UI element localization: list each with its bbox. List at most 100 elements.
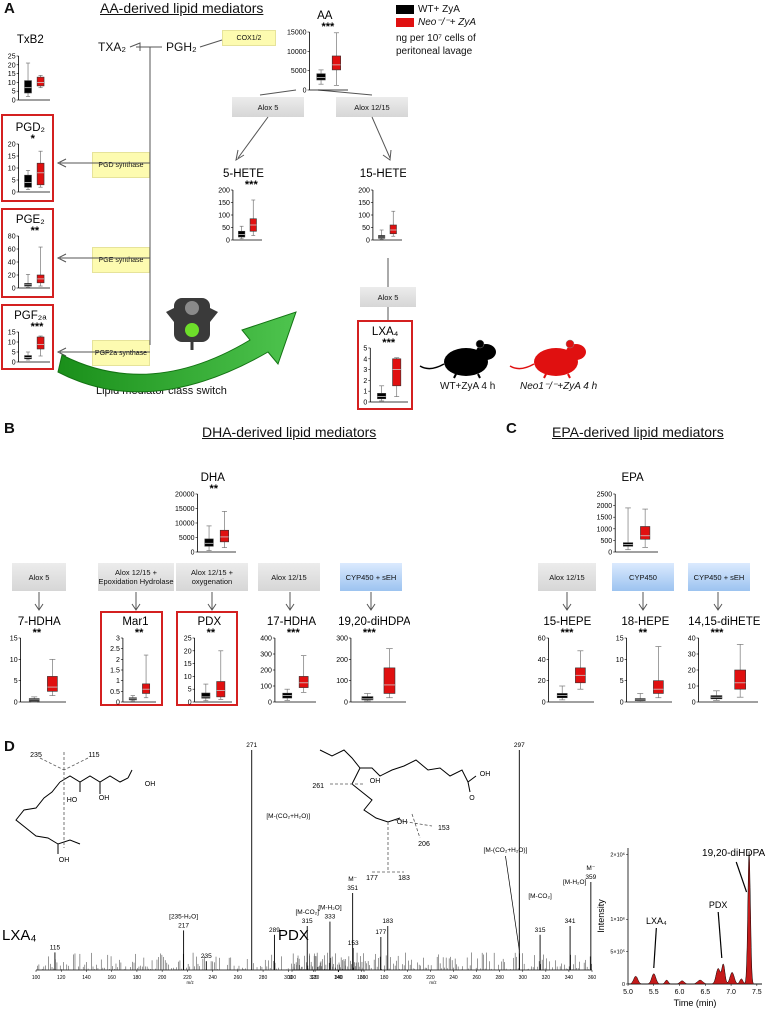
enzyme-pgd-synthase: PGD synthase — [92, 152, 150, 178]
peak-label: 153 — [348, 940, 359, 947]
lxa4-structure-icon — [15, 769, 133, 854]
box-wt — [556, 685, 568, 701]
b-enzyme-alox1215-oxygenation: Alox 12/15 + oxygenation — [176, 563, 248, 591]
enzyme-pgf-synthase: PGF2a synthase — [92, 340, 150, 366]
y-tick-label: 0 — [191, 550, 195, 557]
box-neo — [383, 648, 396, 699]
pdx-frag-183: 183 — [398, 875, 410, 882]
y-tick-label: 0.5 — [110, 689, 120, 696]
traffic-light-icon — [166, 298, 218, 350]
peak-label: 351 — [347, 885, 358, 892]
x-tick-label: 240 — [449, 975, 458, 981]
node-txa2: TXA₂ — [98, 40, 126, 54]
box-body — [392, 358, 402, 387]
y-tick-label: 5 — [12, 350, 16, 357]
box-wt — [24, 273, 32, 288]
x-tick-label: 140 — [82, 975, 91, 981]
b-enzyme-alox5: Alox 5 — [12, 563, 66, 591]
y-tick-label: 200 — [336, 657, 348, 664]
legend: WT+ ZyA Neo⁻/⁻+ ZyA ng per 10⁷ cells of … — [396, 4, 546, 58]
box-neo — [389, 210, 397, 237]
box-neo — [298, 655, 309, 693]
x-unit: m/z — [429, 980, 437, 985]
annotation-lxa4-mid: [M-(CO₂+H₂O)] — [266, 813, 310, 820]
x-tick-label: 120 — [311, 975, 320, 981]
box-body — [216, 681, 226, 698]
y-tick-label: 15000 — [287, 30, 307, 37]
highlight-pdx — [176, 611, 238, 706]
box-body — [142, 683, 151, 694]
y-tick-label: 50 — [362, 225, 370, 232]
y-tick-label: 80 — [8, 234, 16, 241]
box-neo — [36, 150, 45, 188]
aa-section-title: AA-derived lipid mediators — [100, 0, 264, 16]
spectrum-pdx — [291, 750, 593, 972]
y-tick-label: 100 — [358, 213, 370, 220]
box-wt — [204, 525, 214, 551]
significance-mark: ** — [33, 627, 42, 639]
spectrum-name-pdx: PDX — [278, 927, 309, 944]
y-tick-label: 20000 — [175, 492, 195, 499]
peak-label: 235 — [201, 953, 212, 960]
boxplot-label: AA — [317, 10, 333, 22]
x-tick-label: 160 — [357, 975, 366, 981]
y-tick-label: 10 — [10, 657, 18, 664]
x-tick-label: 5.0 — [623, 989, 633, 996]
box-neo — [216, 650, 226, 700]
y-tick-label: 300 — [336, 636, 348, 643]
lxa4-ho: HO — [67, 797, 78, 804]
pdx-oh1: OH — [370, 778, 381, 785]
peak-label: 115 — [50, 944, 61, 951]
highlight-lxa4 — [357, 320, 413, 410]
peak-label: 177 — [375, 929, 386, 936]
box-wt — [201, 683, 211, 702]
b-enzyme-alox1215-hydrolase: Alox 12/15 + Epoxidation Hydrolase — [98, 563, 174, 591]
y-tick-label: 1 — [116, 678, 120, 685]
y-tick-label: 500 — [601, 538, 613, 545]
y-tick-label: 0 — [268, 700, 272, 707]
y-tick-label: 0 — [12, 360, 16, 367]
y-tick-label: 0 — [692, 700, 696, 707]
box-body — [298, 676, 309, 688]
significance-mark: ** — [639, 627, 648, 639]
y-tick-label: 0 — [344, 700, 348, 707]
box-wt — [238, 225, 246, 240]
y-tick-label: 0 — [303, 88, 307, 95]
mouse-wt-label: WT+ZyA 4 h — [440, 381, 496, 392]
c-enzyme-cyp450-seh: CYP450 + sEH — [688, 563, 750, 591]
panel-letter-b: B — [4, 420, 15, 437]
chromatogram-xlabel: Time (min) — [674, 998, 717, 1008]
y-tick-label: 2 — [116, 657, 120, 664]
x-tick-label: 320 — [542, 975, 551, 981]
boxplot-label: EPA — [622, 472, 644, 484]
significance-mark: ** — [210, 483, 219, 495]
y-tick-label: 300 — [260, 652, 272, 659]
significance-mark: ** — [135, 627, 144, 639]
y-tick-label: 1×10⁶ — [610, 916, 625, 923]
significance-mark: *** — [382, 337, 396, 349]
y-tick-label: 25 — [8, 54, 16, 61]
box-neo — [36, 75, 45, 89]
chrom-label-lxa4: LXA₄ — [646, 916, 667, 926]
y-tick-label: 0 — [622, 982, 625, 988]
boxplot-label: 15-HEPE — [543, 616, 591, 628]
annotation-pdx-arrow — [505, 855, 520, 951]
chromatogram-ylabel: Intensity — [596, 899, 606, 933]
peak-label: 217 — [178, 922, 189, 929]
peak-label: 315 — [302, 918, 313, 925]
x-tick-label: 180 — [380, 975, 389, 981]
significance-mark: *** — [561, 627, 575, 639]
pdx-frag-153: 153 — [438, 825, 450, 832]
y-tick-label: 30 — [688, 652, 696, 659]
box-wt — [28, 696, 40, 703]
y-tick-label: 2000 — [597, 503, 613, 510]
box-wt — [24, 351, 32, 361]
y-tick-label: 5 — [620, 678, 624, 685]
x-tick-label: 360 — [588, 975, 597, 981]
